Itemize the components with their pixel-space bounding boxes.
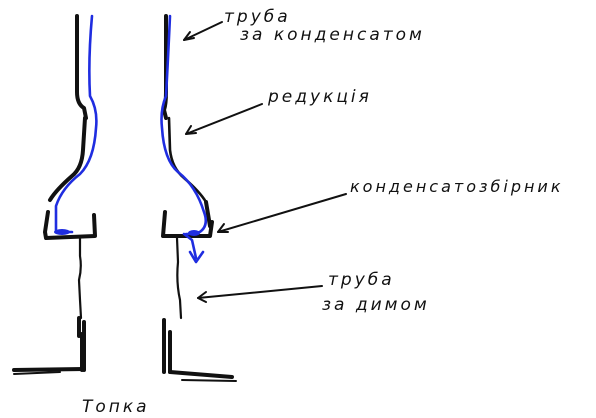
left-chimney-wall	[12, 14, 97, 375]
arrow-reduction	[185, 103, 263, 135]
right-chimney-wall	[161, 14, 237, 382]
condensate-flow	[54, 14, 208, 264]
label-firebox: Топка	[82, 397, 150, 417]
label-condensate-pipe-line1: труба	[224, 7, 291, 27]
arrow-smoke-pipe	[197, 285, 323, 299]
label-smoke-pipe-line2: за димом	[322, 295, 430, 315]
label-smoke-pipe-line1: труба	[328, 270, 395, 290]
label-condensate-pipe-line2: за конденсатом	[240, 25, 425, 45]
annotation-arrows	[183, 21, 347, 303]
label-condensate-collector: конденсатозбірник	[350, 177, 564, 196]
diagram-labels: труба за конденсатом редукція конденсато…	[82, 7, 564, 417]
arrow-condensate-pipe	[183, 21, 223, 41]
label-reduction: редукція	[267, 87, 372, 107]
arrow-condensate-collector	[217, 193, 347, 233]
